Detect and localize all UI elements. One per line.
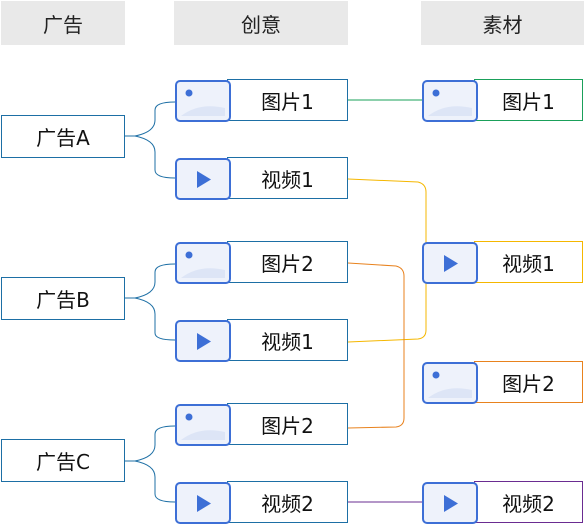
video-icon [175, 320, 231, 362]
brace-adA-top [125, 101, 176, 137]
creative-item: 图片1 [175, 79, 348, 122]
brace-adB-bottom [134, 297, 176, 341]
image-icon [175, 80, 231, 122]
header-ads: 广告 [1, 1, 125, 45]
creative-item: 视频1 [175, 319, 348, 362]
image-icon [422, 362, 478, 404]
material-label: 图片2 [474, 361, 583, 403]
link-image2 [347, 262, 405, 429]
creative-item: 图片2 [175, 403, 348, 446]
creative-item: 视频2 [175, 481, 348, 524]
brace-adC-top [125, 425, 176, 462]
header-materials: 素材 [421, 1, 584, 45]
material-label: 视频1 [474, 241, 583, 283]
image-icon [175, 404, 231, 446]
link-video1 [347, 178, 427, 343]
image-icon [422, 80, 478, 122]
creative-label: 视频1 [227, 157, 348, 199]
brace-adA-bottom [134, 135, 176, 179]
material-label: 视频2 [474, 481, 583, 523]
ad-box-a: 广告A [1, 115, 125, 158]
brace-adB-top [125, 263, 176, 299]
creative-label: 图片2 [227, 241, 348, 283]
creative-label: 图片2 [227, 403, 348, 445]
image-icon [175, 242, 231, 284]
material-label: 图片1 [474, 79, 583, 121]
video-icon [422, 482, 478, 524]
brace-adC-bottom [134, 460, 176, 503]
creative-item: 图片2 [175, 241, 348, 284]
video-icon [175, 158, 231, 200]
creative-label: 图片1 [227, 79, 348, 121]
creative-label: 视频2 [227, 481, 348, 523]
header-creatives: 创意 [174, 1, 348, 45]
creative-item: 视频1 [175, 157, 348, 200]
video-icon [422, 242, 478, 284]
material-item: 视频2 [422, 481, 583, 524]
ad-box-c: 广告C [1, 439, 125, 482]
creative-label: 视频1 [227, 319, 348, 361]
material-item: 图片1 [422, 79, 583, 122]
material-item: 视频1 [422, 241, 583, 284]
ad-box-b: 广告B [1, 277, 125, 320]
material-item: 图片2 [422, 361, 583, 404]
video-icon [175, 482, 231, 524]
